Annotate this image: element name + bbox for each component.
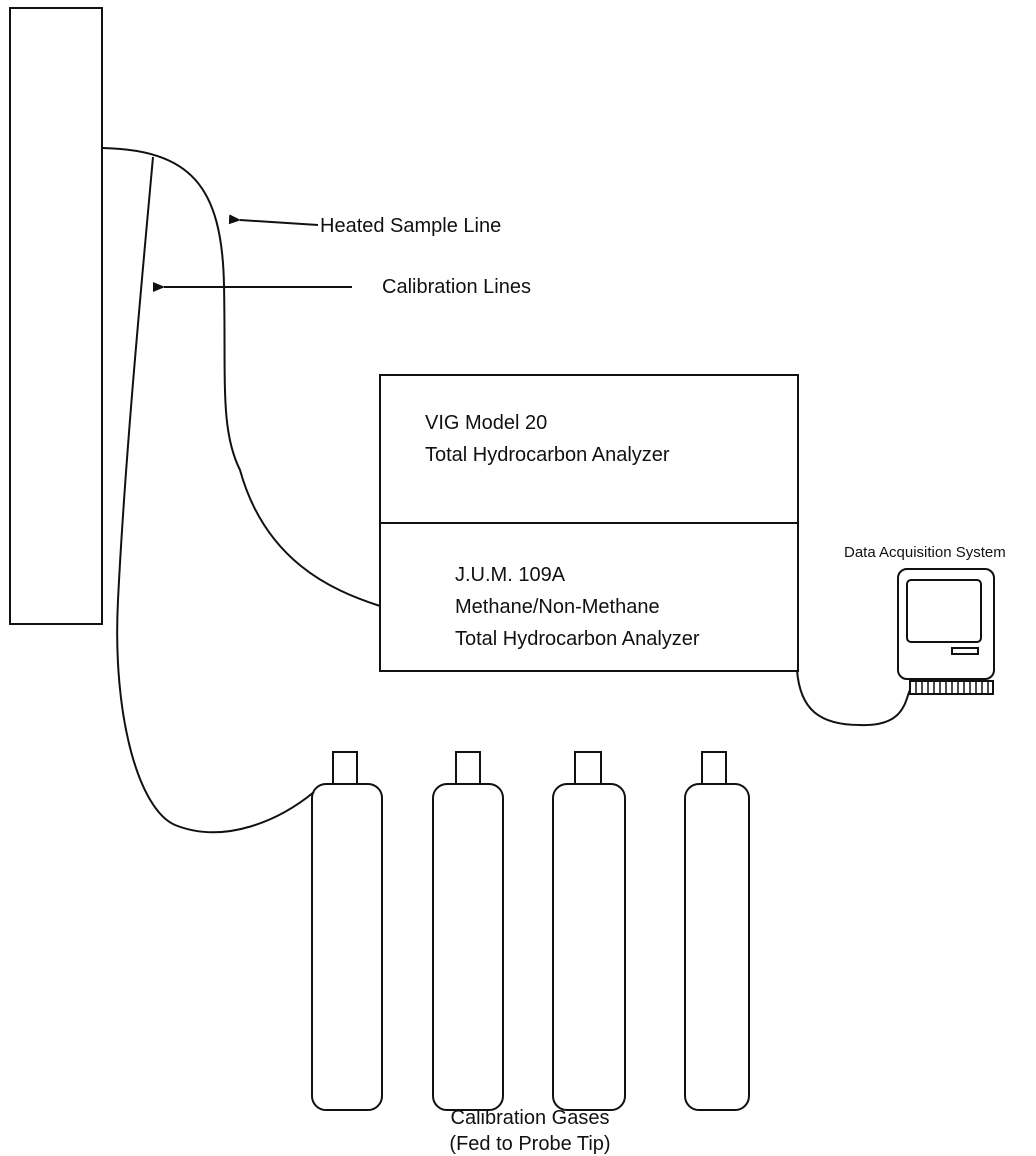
gas-cylinder <box>552 751 626 1111</box>
heated-sample-line-label: Heated Sample Line <box>320 215 502 237</box>
jum-analyzer-line2: Methane/Non-Methane <box>455 596 660 618</box>
calibration-line <box>116 156 315 834</box>
heated-sample-line-arrow <box>228 214 319 226</box>
gas-cylinder <box>432 751 504 1111</box>
calibration-lines-label: Calibration Lines <box>382 276 531 298</box>
gas-cylinder <box>311 751 383 1111</box>
calibration-gases-label: Calibration Gases <box>450 1107 610 1129</box>
computer-icon <box>897 568 995 695</box>
jum-analyzer-box <box>379 522 799 672</box>
vig-analyzer-title: VIG Model 20 <box>425 412 548 434</box>
jum-analyzer-line3: Total Hydrocarbon Analyzer <box>455 628 700 650</box>
gas-cylinder <box>684 751 750 1111</box>
vig-analyzer-subtitle: Total Hydrocarbon Analyzer <box>425 444 670 466</box>
calibration-gases-note: (Fed to Probe Tip) <box>449 1133 611 1155</box>
stack-probe <box>9 7 103 625</box>
heated-sample-line <box>101 147 381 607</box>
data-cable <box>796 669 911 727</box>
jum-analyzer-title: J.U.M. 109A <box>455 564 566 586</box>
data-acquisition-label: Data Acquisition System <box>844 544 1006 561</box>
